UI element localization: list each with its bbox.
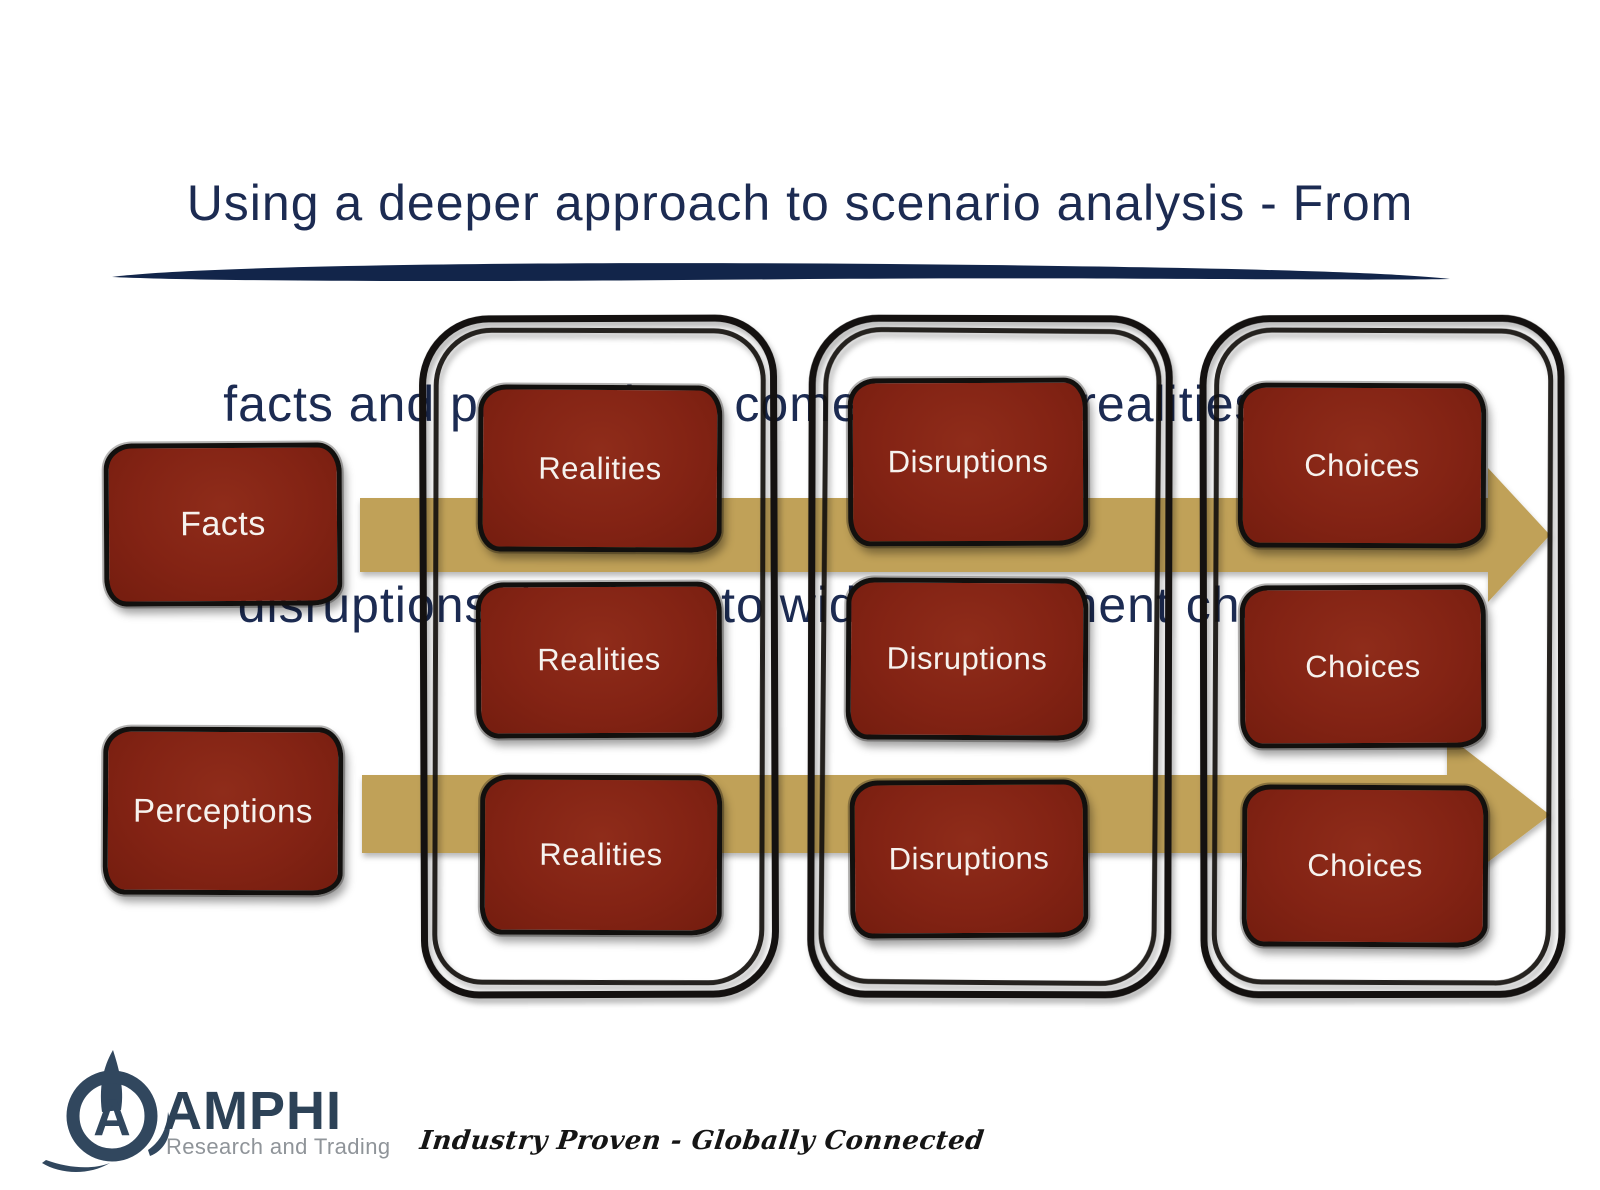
divider-stroke	[112, 263, 1450, 282]
logo-letter-a: A	[93, 1089, 131, 1147]
facts-node: Facts	[103, 442, 343, 607]
brand-subtext: Research and Trading	[166, 1134, 391, 1159]
realities-node-1: Realities	[477, 384, 723, 553]
amphi-logo-icon: A	[42, 1050, 170, 1173]
disruptions-node-3: Disruptions	[849, 779, 1089, 939]
logo-swoosh-right	[148, 1112, 170, 1156]
choices-node-1-label: Choices	[1304, 447, 1420, 483]
title-line-1: Using a deeper approach to scenario anal…	[186, 175, 1414, 231]
logo-ring	[66, 1070, 158, 1162]
choices-node-2: Choices	[1239, 584, 1487, 749]
choices-node-3: Choices	[1241, 784, 1489, 948]
realities-node-3: Realities	[479, 774, 723, 936]
realities-node-3-label: Realities	[539, 836, 663, 873]
disruptions-node-3-label: Disruptions	[888, 840, 1050, 877]
disruptions-node-2: Disruptions	[845, 577, 1089, 741]
title-divider	[112, 263, 1450, 282]
brand-name: AMPHI	[163, 1081, 342, 1141]
choices-node-3-label: Choices	[1307, 847, 1423, 884]
disruptions-node-1: Disruptions	[847, 377, 1089, 547]
choices-node-2-label: Choices	[1305, 648, 1421, 684]
perceptions-node: Perceptions	[102, 726, 344, 896]
logo-swoosh-left	[42, 1160, 110, 1173]
realities-node-2-label: Realities	[537, 641, 661, 678]
realities-node-2: Realities	[475, 581, 723, 739]
facts-node-label: Facts	[180, 504, 266, 544]
choices-node-1: Choices	[1237, 382, 1487, 549]
disruptions-node-2-label: Disruptions	[886, 640, 1048, 677]
realities-node-1-label: Realities	[538, 450, 662, 486]
perceptions-node-label: Perceptions	[133, 791, 313, 830]
brand-tagline: Industry Proven - Globally Connected	[418, 1126, 986, 1156]
disruptions-node-1-label: Disruptions	[887, 443, 1049, 480]
